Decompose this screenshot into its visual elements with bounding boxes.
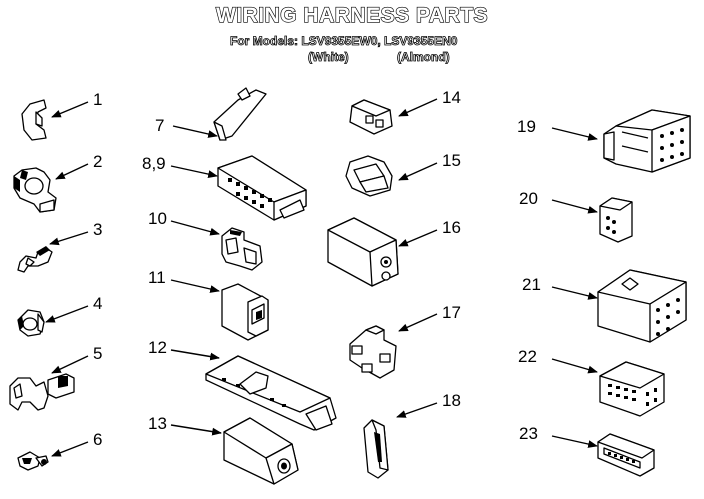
- part-4-grommet: [18, 310, 44, 336]
- part-number-3: 3: [93, 220, 103, 239]
- part-6-screw: [18, 452, 48, 470]
- leader-arrows: [45, 99, 598, 456]
- part-number-7: 7: [155, 116, 165, 135]
- part-number-6: 6: [93, 430, 103, 449]
- part-19-multi-row-connector: [604, 110, 690, 172]
- part-17-stepped-connector: [350, 326, 396, 378]
- part-16-twin-socket-connector: [328, 218, 398, 286]
- arrow-11: [171, 280, 220, 293]
- arrow-10: [171, 221, 220, 236]
- models-line: For Models: LSV9355EW0, LSV9355EN0: [230, 34, 458, 49]
- almond-label: (Almond): [397, 50, 450, 65]
- part-13-socket-connector: [224, 418, 298, 484]
- part-23-ribbon-connector: [598, 434, 654, 476]
- part-14-small-plug: [350, 100, 392, 134]
- part-3-bracket-clip: [18, 246, 52, 272]
- arrow-19: [552, 128, 598, 141]
- arrow-8-9: [171, 166, 218, 178]
- part-number-8-9: 8,9: [142, 154, 166, 173]
- arrow-4: [45, 306, 88, 322]
- arrow-20: [552, 200, 598, 214]
- part-11-latch-housing: [222, 284, 268, 340]
- part-number-4: 4: [93, 294, 103, 313]
- part-number-2: 2: [93, 152, 103, 171]
- part-12-terminal-strip: [206, 356, 336, 430]
- white-label: (White): [308, 50, 349, 65]
- part-number-20: 20: [519, 189, 538, 208]
- part-2-wire-clamp: [14, 168, 56, 212]
- part-number-23: 23: [519, 424, 538, 443]
- part-22-grid-connector: [600, 362, 664, 416]
- arrow-12: [171, 350, 220, 361]
- arrow-17: [398, 314, 437, 331]
- part-number-11: 11: [148, 268, 166, 287]
- part-number-12: 12: [148, 338, 167, 357]
- arrow-23: [552, 436, 598, 448]
- part-10-housing: [222, 228, 262, 270]
- part-15-sleeve-clip: [346, 156, 392, 196]
- part-7-wedge-latch: [214, 88, 266, 140]
- part-5-strap-clamp: [10, 374, 74, 410]
- arrow-14: [398, 99, 437, 116]
- arrow-5: [51, 356, 88, 373]
- part-number-1: 1: [93, 90, 103, 109]
- part-18-bracket: [364, 420, 388, 478]
- part-1-cable-clip: [22, 100, 46, 140]
- part-20-cube-connector: [600, 198, 632, 242]
- part-number-15: 15: [442, 151, 461, 170]
- part-8-9-connector-block: [218, 156, 306, 220]
- arrow-2: [55, 164, 88, 179]
- part-number-10: 10: [148, 209, 167, 228]
- arrow-18: [396, 403, 437, 418]
- arrow-1: [51, 102, 88, 117]
- arrow-21: [552, 287, 598, 300]
- part-number-5: 5: [93, 344, 103, 363]
- part-number-21: 21: [522, 275, 541, 294]
- arrow-3: [49, 232, 88, 246]
- arrow-15: [398, 163, 437, 180]
- part-number-22: 22: [518, 347, 537, 366]
- part-number-13: 13: [148, 414, 167, 433]
- arrow-6: [51, 442, 88, 456]
- part-number-19: 19: [517, 117, 536, 136]
- arrow-13: [171, 425, 222, 436]
- part-number-18: 18: [442, 391, 461, 410]
- arrow-16: [398, 230, 437, 246]
- part-number-16: 16: [442, 218, 461, 237]
- arrow-7: [173, 126, 218, 138]
- part-21-large-cube-connector: [598, 270, 686, 342]
- arrow-22: [552, 359, 598, 374]
- part-number-17: 17: [442, 303, 461, 322]
- part-number-14: 14: [442, 88, 461, 107]
- diagram-title: WIRING HARNESS PARTS: [215, 3, 489, 27]
